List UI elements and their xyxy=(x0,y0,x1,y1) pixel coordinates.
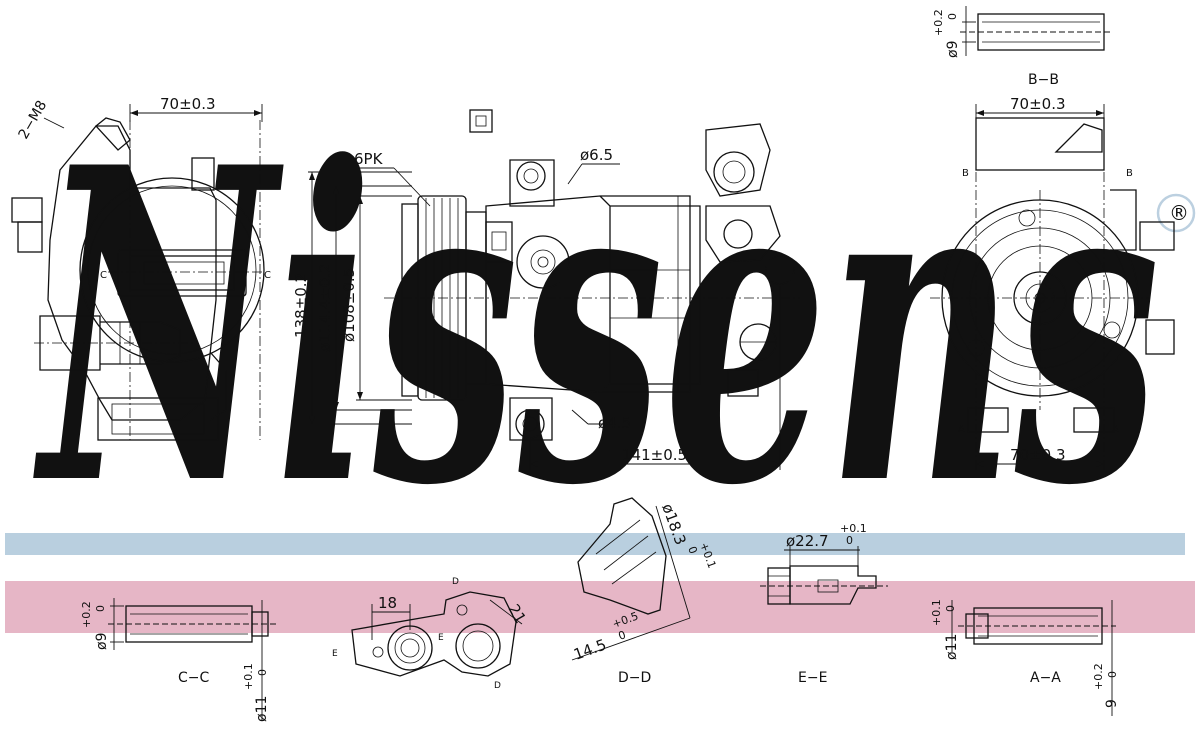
ee-tol-lower: 0 xyxy=(846,534,853,547)
ee-tol-upper: +0.1 xyxy=(840,522,867,535)
section-bb: ø9 +0.2 0 B−B xyxy=(932,6,1112,88)
dd-len-tol-lower: 0 xyxy=(617,628,628,643)
ee-title: E−E xyxy=(798,670,827,686)
cc-tol-upper: +0.2 xyxy=(80,601,93,628)
section-cc: ø9 +0.2 0 ø11 +0.1 0 C−C xyxy=(80,598,278,722)
cc-tol2-lower: 0 xyxy=(256,669,269,676)
registered-mark: ® xyxy=(1169,201,1189,225)
aa-tol-upper: +0.1 xyxy=(930,599,943,626)
detail-mark-d-bottom: D xyxy=(494,681,501,691)
overall-diameter-dim: 138±0.2 xyxy=(292,273,310,338)
detail-mark-e-left: E xyxy=(332,649,338,659)
cc-diameter-2: ø11 xyxy=(254,696,270,722)
cc-tol2-upper: +0.1 xyxy=(242,663,255,690)
right-side-view: 70±0.3 B B A A 70±0.3 xyxy=(930,95,1175,470)
dd-length: 14.5 xyxy=(571,635,609,663)
left-width-dim: 70±0.3 xyxy=(160,95,216,113)
ee-diameter: ø22.7 xyxy=(786,532,829,550)
detail-mark-d-top: D xyxy=(452,577,459,587)
aa-tol-lower: 0 xyxy=(944,605,957,612)
cc-title: C−C xyxy=(178,670,210,686)
left-side-view: 70±0.3 2−M8 C C xyxy=(11,95,271,441)
svg-text:Nissens: Nissens xyxy=(32,75,1160,580)
length-dim: 141±0.5 xyxy=(622,446,687,464)
section-a-mark-right: A xyxy=(1112,424,1119,435)
aa-title: A−A xyxy=(1030,670,1061,686)
bb-title: B−B xyxy=(1028,72,1059,88)
belt-type-label: 6PK xyxy=(354,150,384,168)
registered-mark-circle xyxy=(1156,193,1196,233)
detail-dim-18: 18 xyxy=(378,594,397,612)
section-b-mark-left: B xyxy=(962,168,969,179)
section-ee: ø22.7 +0.1 0 E−E xyxy=(760,522,888,686)
aa-tol2-upper: +0.2 xyxy=(1092,663,1105,690)
section-a-mark-left: A xyxy=(958,424,965,435)
detail-mark-e-right: E xyxy=(438,633,444,643)
blue-band xyxy=(5,533,1185,555)
bb-diameter: ø9 xyxy=(945,41,961,58)
section-b-mark-right: B xyxy=(1126,168,1133,179)
aa-tol2-lower: 0 xyxy=(1106,671,1119,678)
cc-diameter: ø9 xyxy=(94,633,110,650)
pulley-diameter-dim: ø114.4±0.2 xyxy=(316,263,334,352)
front-view: 6PK 138±0.2 ø114.4±0.2 ø108±0.5 xyxy=(292,109,800,470)
bb-tol-upper: +0.2 xyxy=(932,9,945,36)
right-width-dim-top: 70±0.3 xyxy=(1010,95,1066,113)
aa-diameter: ø11 xyxy=(944,634,960,660)
section-c-mark-left: C xyxy=(100,270,107,281)
right-width-dim-bottom: 70±0.3 xyxy=(1010,446,1066,464)
bb-tol-lower: 0 xyxy=(946,13,959,20)
hub-diameter-dim: ø108±0.5 xyxy=(340,268,358,342)
section-aa: ø11 +0.1 0 9 +0.2 0 A−A xyxy=(930,599,1120,716)
cc-tol-lower: 0 xyxy=(94,605,107,612)
dd-title: D−D xyxy=(618,670,651,686)
section-c-mark-right: C xyxy=(264,270,271,281)
dd-tol-lower: 0 xyxy=(685,545,700,556)
upper-hole-dim: ø6.5 xyxy=(580,146,613,164)
lower-hole-dim: ø4.5 xyxy=(598,414,631,432)
pink-band xyxy=(5,581,1195,633)
aa-diameter-2: 9 xyxy=(1104,699,1120,708)
nissens-watermark: Nissens ® xyxy=(32,75,1196,580)
